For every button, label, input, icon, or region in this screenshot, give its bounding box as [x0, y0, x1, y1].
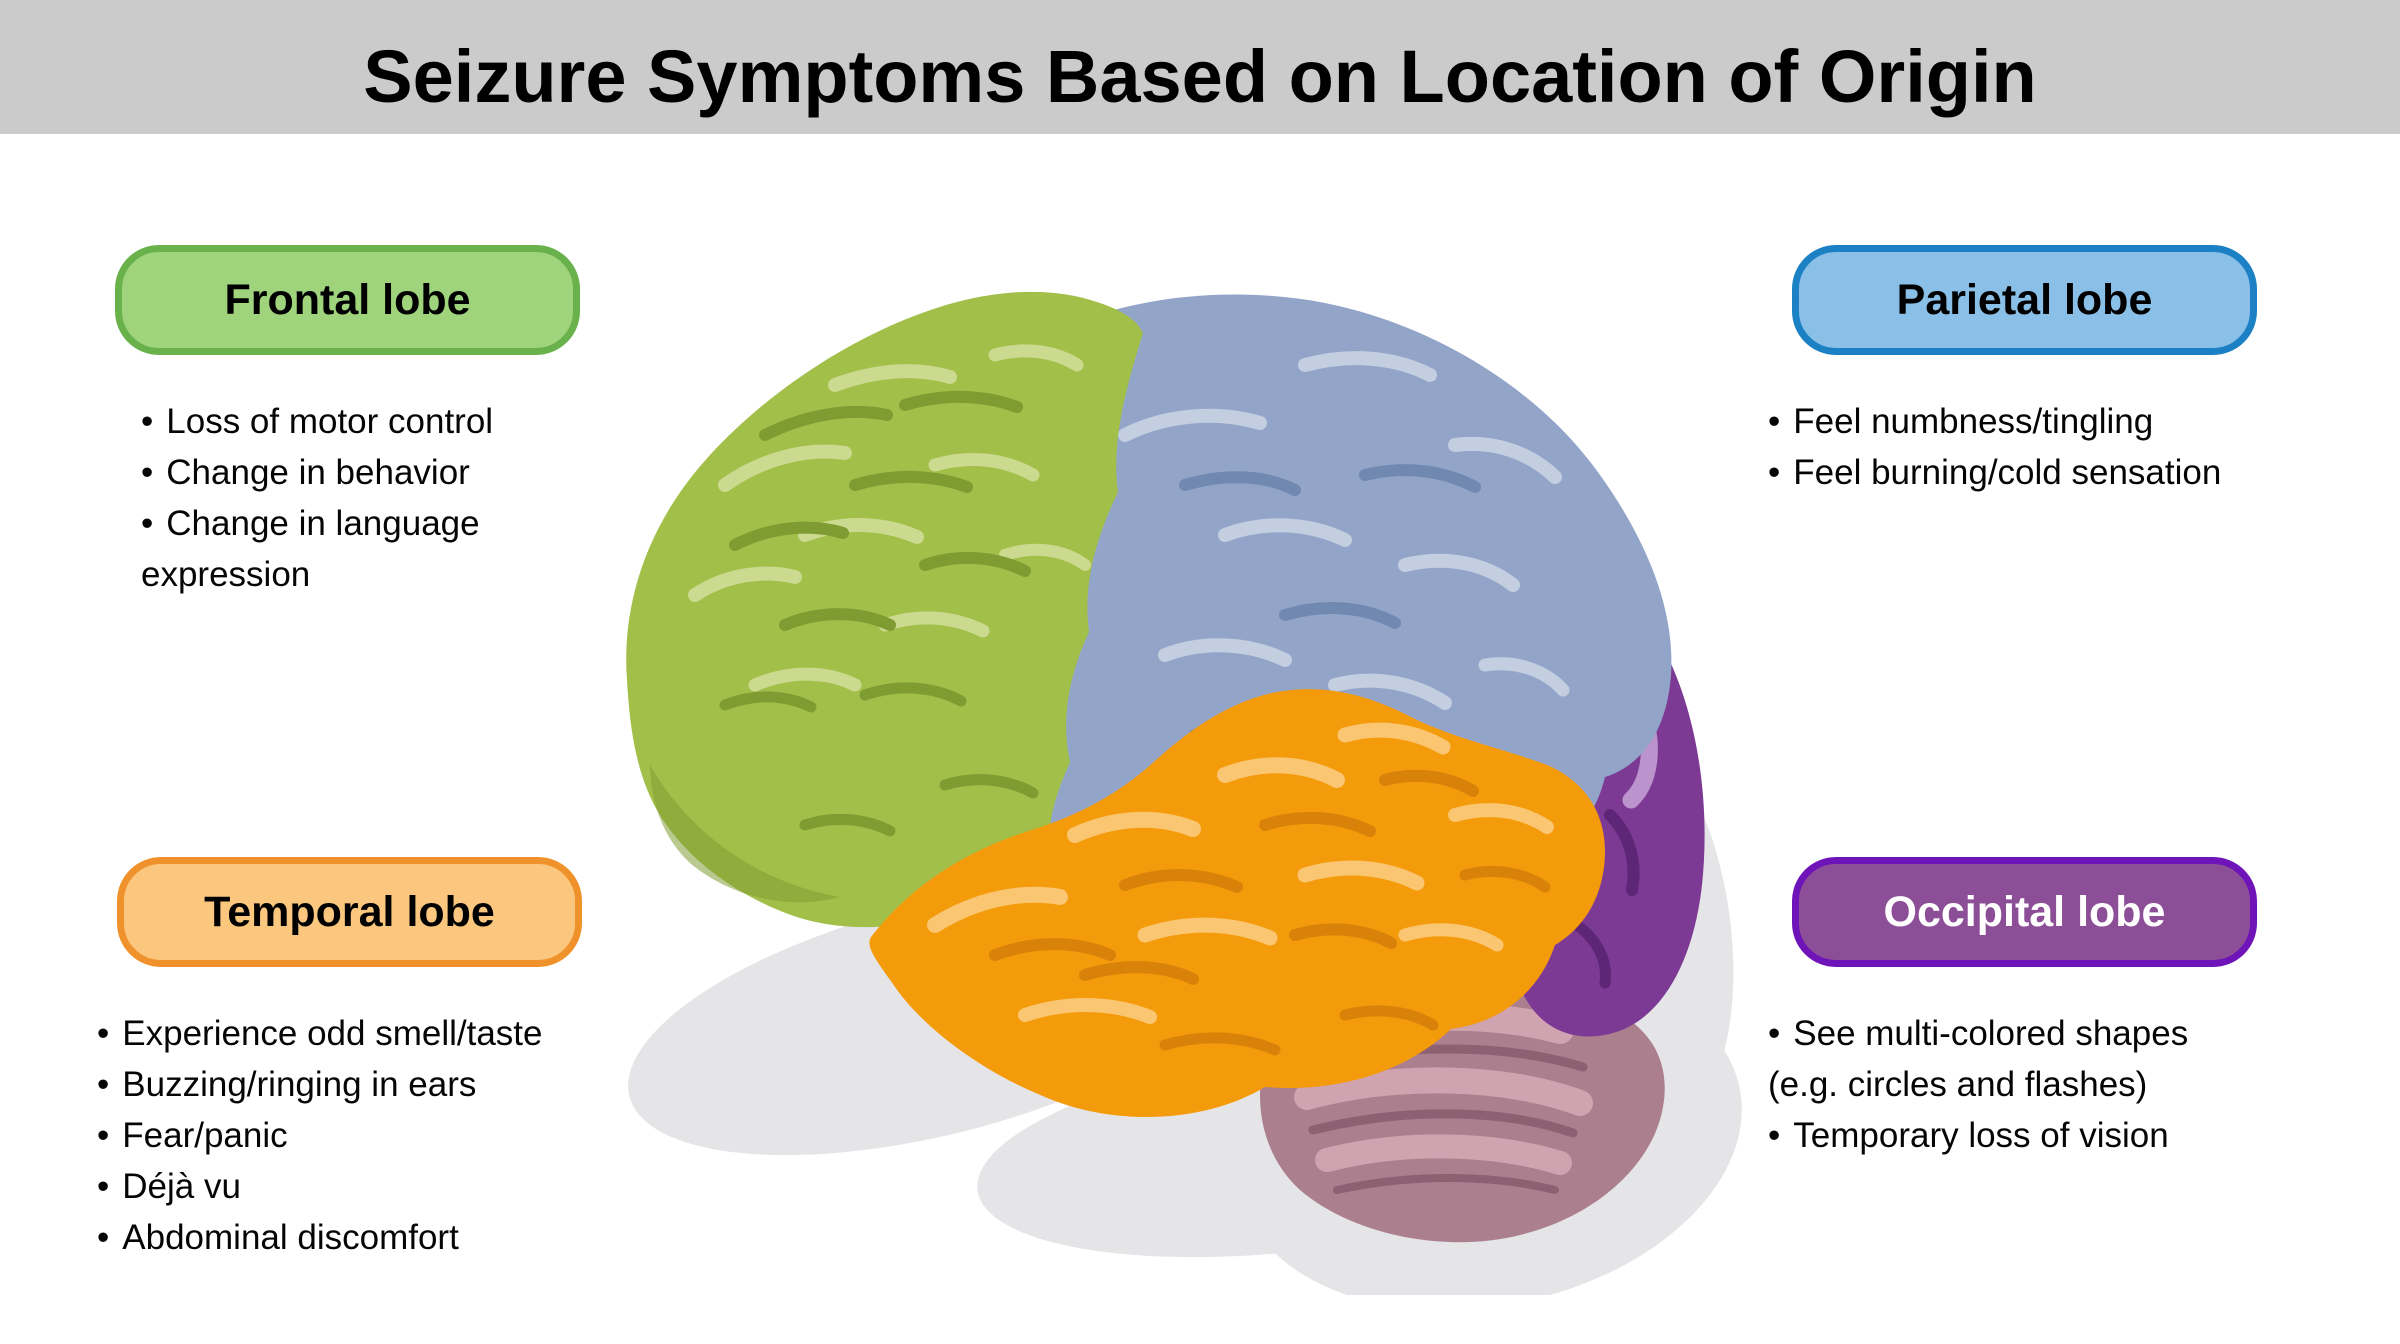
cerebellum-shape	[1260, 985, 1665, 1243]
brain-illustration	[605, 235, 1755, 1310]
list-item: Feel burning/cold sensation	[1768, 447, 2328, 498]
temporal-lobe-box: Temporal lobe	[117, 857, 582, 967]
temporal-lobe-shape	[869, 689, 1605, 1118]
list-item: Change in behavior	[141, 447, 561, 498]
brain-svg	[626, 291, 1742, 1310]
occipital-lobe-box: Occipital lobe	[1792, 857, 2257, 967]
list-item: Temporary loss of vision	[1768, 1110, 2238, 1161]
occipital-symptom-list: See multi-colored shapes (e.g. circles a…	[1768, 1008, 2238, 1161]
frontal-symptom-list: Loss of motor control Change in behavior…	[141, 396, 561, 600]
page-title: Seizure Symptoms Based on Location of Or…	[363, 34, 2037, 118]
list-item: Experience odd smell/taste	[97, 1008, 657, 1059]
list-item: See multi-colored shapes (e.g. circles a…	[1768, 1008, 2238, 1110]
list-item: Fear/panic	[97, 1110, 657, 1161]
temporal-lobe-label: Temporal lobe	[204, 887, 495, 936]
frontal-lobe-box: Frontal lobe	[115, 245, 580, 355]
list-item: Déjà vu	[97, 1161, 657, 1212]
occipital-lobe-label: Occipital lobe	[1883, 887, 2166, 936]
temporal-symptom-list: Experience odd smell/taste Buzzing/ringi…	[97, 1008, 657, 1263]
parietal-lobe-label: Parietal lobe	[1896, 275, 2153, 324]
frontal-lobe-label: Frontal lobe	[224, 275, 471, 324]
parietal-lobe-box: Parietal lobe	[1792, 245, 2257, 355]
list-item: Change in language expression	[141, 498, 561, 600]
list-item: Loss of motor control	[141, 396, 561, 447]
frontal-lobe-shape	[626, 291, 1143, 928]
list-item: Buzzing/ringing in ears	[97, 1059, 657, 1110]
title-bar: Seizure Symptoms Based on Location of Or…	[0, 0, 2400, 134]
parietal-symptom-list: Feel numbness/tingling Feel burning/cold…	[1768, 396, 2328, 498]
list-item: Abdominal discomfort	[97, 1212, 657, 1263]
list-item: Feel numbness/tingling	[1768, 396, 2328, 447]
